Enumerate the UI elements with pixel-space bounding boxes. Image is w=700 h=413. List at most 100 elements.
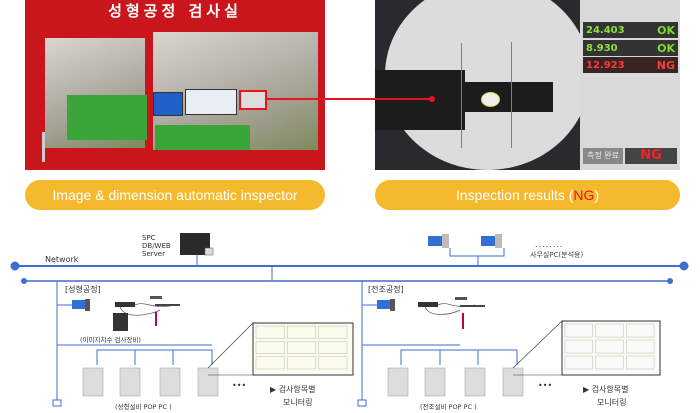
terminal-node <box>52 399 62 407</box>
office-pc-icon <box>481 234 502 248</box>
measure-line <box>461 43 462 148</box>
link-line <box>400 349 518 365</box>
mini-chart <box>626 355 655 370</box>
more-dots: ••• <box>232 381 246 390</box>
mini-chart <box>318 341 348 354</box>
link-line <box>449 248 505 257</box>
mini-chart <box>255 341 285 354</box>
subnet-end <box>667 278 673 284</box>
reading-value: 12.923 <box>586 59 625 71</box>
office-pc-icon <box>428 234 449 248</box>
controller-icon <box>115 302 135 307</box>
door-handle <box>42 132 45 162</box>
probe-icon <box>460 305 485 307</box>
mini-chart <box>255 356 285 370</box>
caption-results: Inspection results (NG) <box>375 180 680 210</box>
pop-pc-icon <box>159 367 181 397</box>
monitoring-label: ▶ 검사항목별 <box>270 384 316 394</box>
part-hole <box>481 92 500 107</box>
pc-icon <box>72 299 90 311</box>
server-label: SPC <box>142 234 156 242</box>
more-dots: ••• <box>538 381 552 390</box>
monitoring-screen <box>252 322 354 376</box>
mini-chart <box>255 325 285 339</box>
mini-chart <box>287 325 316 339</box>
measure-button[interactable]: 측정 완료 <box>583 148 623 164</box>
monitor-windows <box>153 92 183 116</box>
reading-result: NG <box>656 58 675 72</box>
mini-chart <box>626 323 655 338</box>
server-label: Server <box>142 250 165 258</box>
caption-text: Inspection results ( <box>455 187 574 203</box>
mini-chart <box>626 339 655 354</box>
pop-pc-icon <box>464 367 486 397</box>
reading-value: 24.403 <box>586 24 625 36</box>
stand-icon <box>462 313 464 329</box>
pop-pc-icon <box>197 367 219 397</box>
mini-chart <box>564 323 593 338</box>
stand-icon <box>155 312 157 326</box>
more-dots: ........ <box>535 240 563 249</box>
caption-text: ) <box>594 187 600 203</box>
mini-chart <box>318 356 348 370</box>
zoom-line <box>512 320 563 369</box>
reading-row: 8.930 OK <box>583 40 678 56</box>
monitoring-label: 모니터링 <box>597 397 626 407</box>
green-desk <box>155 125 250 150</box>
pop-pc-icon <box>119 367 141 397</box>
reading-value: 8.930 <box>586 42 618 54</box>
network-end <box>10 261 20 271</box>
reading-row: 24.403 OK <box>583 22 678 38</box>
mini-chart <box>318 325 348 339</box>
server-icon <box>180 233 210 255</box>
gauge-icon <box>455 297 467 300</box>
office-pc-label: 사무실PC(분석용) <box>530 250 583 259</box>
zoom-line <box>207 322 254 369</box>
subnet-end <box>21 278 27 284</box>
network-label: Network <box>45 255 79 264</box>
pop-pc-icon <box>424 367 446 397</box>
mini-chart <box>595 323 624 338</box>
section-title: [전조공정] <box>368 284 404 294</box>
server-badge <box>204 247 214 256</box>
pop-pc-label: (성형설비 POP PC ) <box>115 402 172 411</box>
mini-chart <box>564 355 593 370</box>
part-shaft <box>463 82 553 112</box>
pop-pc-label: (전조설비 POP PC ) <box>420 402 477 411</box>
pop-pc-icon <box>387 367 409 397</box>
reading-result: OK <box>657 23 675 37</box>
green-bench <box>67 95 147 140</box>
pc-icon <box>377 299 395 311</box>
overall-result: NG <box>625 148 677 164</box>
caption-inspector: Image & dimension automatic inspector <box>25 180 325 210</box>
server-label: DB/WEB <box>142 242 171 250</box>
pop-pc-icon <box>502 367 524 397</box>
probe-icon <box>155 304 180 306</box>
mini-chart <box>595 355 624 370</box>
inspection-booth-photo: 성형공정 검사실 <box>25 0 325 170</box>
section-title: [성형공정] <box>65 284 101 294</box>
mini-chart <box>595 339 624 354</box>
mini-chart <box>287 341 316 354</box>
measure-line <box>511 42 512 148</box>
camera-inspector-icon <box>113 313 128 331</box>
terminal-node <box>357 399 367 407</box>
reading-result: OK <box>657 41 675 55</box>
pop-pc-icon <box>82 367 104 397</box>
mini-chart <box>564 339 593 354</box>
monitoring-label: ▶ 검사항목별 <box>583 384 629 394</box>
booth-sign: 성형공정 검사실 <box>108 2 242 20</box>
equipment-label: (이미지치수 검사장비) <box>80 335 141 344</box>
link-line <box>96 349 213 365</box>
reading-row: 12.923 NG <box>583 57 678 73</box>
monitoring-screen <box>561 320 661 376</box>
controller-icon <box>418 302 438 307</box>
gauge-icon <box>150 296 162 299</box>
monitor-spc <box>185 89 237 115</box>
connector-dot <box>429 96 435 102</box>
caption-status: NG <box>573 187 595 203</box>
